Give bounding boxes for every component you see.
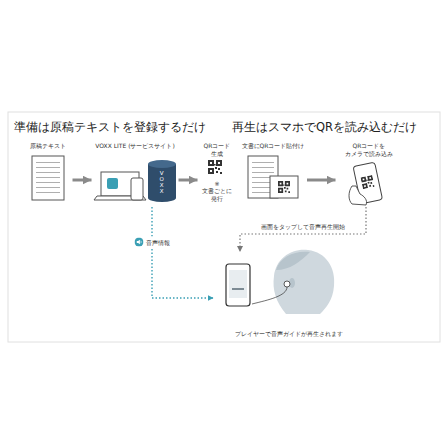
app-icon: [107, 178, 118, 189]
node-box: QRコードを カメラで読み込み: [336, 141, 403, 207]
node-box: プレイヤーで音声ガイドが再生されます: [214, 252, 365, 338]
edge-label: 画面をタップして音声再生開始: [261, 223, 345, 230]
speaker-icon: [135, 238, 144, 247]
node-label: 文書にQRコード貼付け: [241, 142, 305, 150]
node-label: ※文書ごとに 発行: [200, 180, 235, 203]
speaker-glyph: [137, 240, 140, 245]
phone-icon: [131, 178, 143, 200]
node-label: QRコードを カメラで読み込み: [338, 142, 401, 157]
database-top: [148, 160, 176, 168]
qr-sticker: [270, 176, 298, 198]
qr-code-icon: [360, 175, 374, 189]
connector-arrow: [240, 207, 366, 252]
player-screen: [229, 270, 247, 298]
frame: [8, 112, 440, 342]
section-heading: 再生はスマホでQRを読み込むだけ: [232, 120, 417, 135]
connector-arrow: [307, 179, 336, 182]
player-bar: [232, 288, 244, 290]
earphone-wire: [252, 287, 287, 304]
logo-text: VOXX: [159, 170, 165, 194]
node-box: 文書にQRコード貼付け: [239, 141, 307, 205]
edge-label-patch: 画面をタップして音声再生開始: [259, 222, 347, 231]
node-label: VOXX LITE (サービスサイト): [94, 142, 177, 150]
earphone: [284, 281, 290, 287]
connector-arrow: [73, 179, 92, 182]
node-label: 原稿テキスト: [26, 142, 71, 150]
hand: [349, 186, 367, 205]
person-head: [274, 250, 335, 314]
document-lines: [36, 160, 60, 196]
connector-arrow: [152, 207, 214, 298]
person-hair: [276, 252, 310, 270]
document-icon: [32, 156, 64, 200]
section-heading: 準備は原稿テキストを登録するだけ: [14, 120, 206, 135]
edge-label: 音声情報: [146, 238, 170, 245]
node-box: VOXX LITE (サービスサイト): [92, 141, 179, 207]
speaker-badge: [135, 238, 144, 247]
edge-label-patch: 音声情報: [133, 237, 172, 248]
sound-wave: [140, 241, 141, 244]
node-label: プレイヤーで音声ガイドが再生されます: [216, 330, 363, 338]
qr-code-icon: [278, 181, 290, 193]
node-label: QRコード 生成: [200, 142, 235, 157]
player-phone: [226, 264, 250, 306]
node-box: QRコード 生成 ※文書ごとに 発行: [198, 141, 237, 203]
node-box: 原稿テキスト: [24, 141, 73, 203]
connector-arrow: [179, 179, 198, 182]
database-cylinder: [148, 164, 176, 202]
qr-code-icon: [208, 160, 222, 174]
